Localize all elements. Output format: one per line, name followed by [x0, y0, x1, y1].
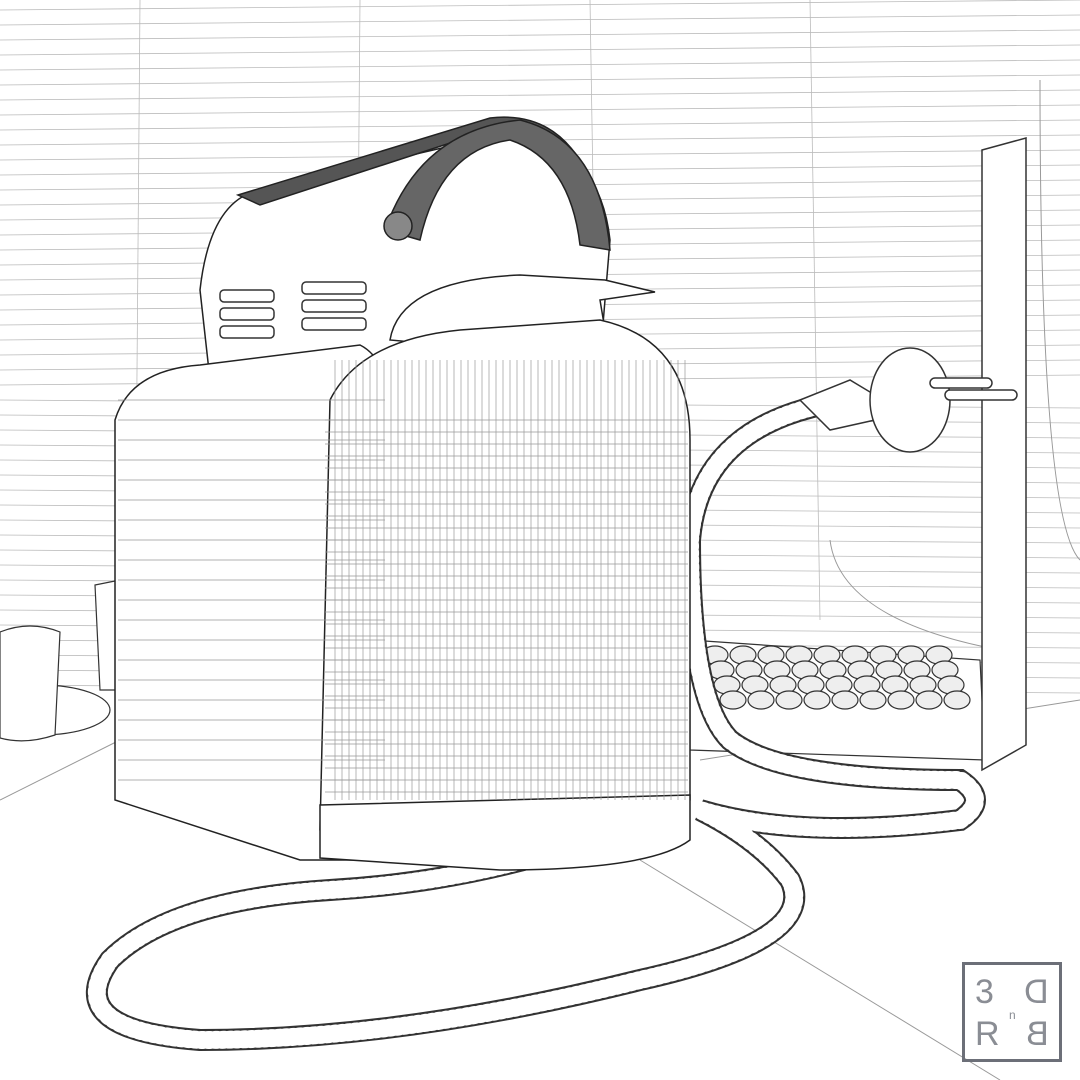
- grid-line: [0, 44, 1080, 56]
- grid-line: [0, 104, 1080, 116]
- logo-letter: R: [975, 1015, 1000, 1053]
- capsule: [859, 690, 887, 710]
- capsule: [915, 690, 943, 710]
- capsule: [943, 690, 971, 710]
- logo-letter: 3: [975, 973, 994, 1011]
- watermark-logo: 3 D n R B: [962, 962, 1062, 1062]
- power-plug: [798, 347, 1018, 453]
- capsule: [719, 690, 747, 710]
- wall-socket-plate: [981, 137, 1027, 772]
- grid-line: [809, 0, 821, 621]
- grid-line: [0, 74, 1080, 86]
- grid-line: [0, 0, 1080, 11]
- grid-line: [0, 29, 1080, 41]
- capsule: [803, 690, 831, 710]
- capsule: [887, 690, 915, 710]
- logo-letter: B: [1026, 1015, 1049, 1053]
- grid-line: [0, 14, 1080, 26]
- power-cord: [85, 389, 986, 1052]
- coffee-machine: [114, 116, 691, 871]
- capsule: [747, 690, 775, 710]
- logo-letter: n: [1009, 1008, 1016, 1022]
- cup-and-saucer: [0, 579, 121, 742]
- capsule: [831, 690, 859, 710]
- grid-line: [0, 59, 1080, 71]
- grid-line: [0, 89, 1080, 101]
- logo-letter: D: [1024, 973, 1049, 1011]
- capsule: [775, 690, 803, 710]
